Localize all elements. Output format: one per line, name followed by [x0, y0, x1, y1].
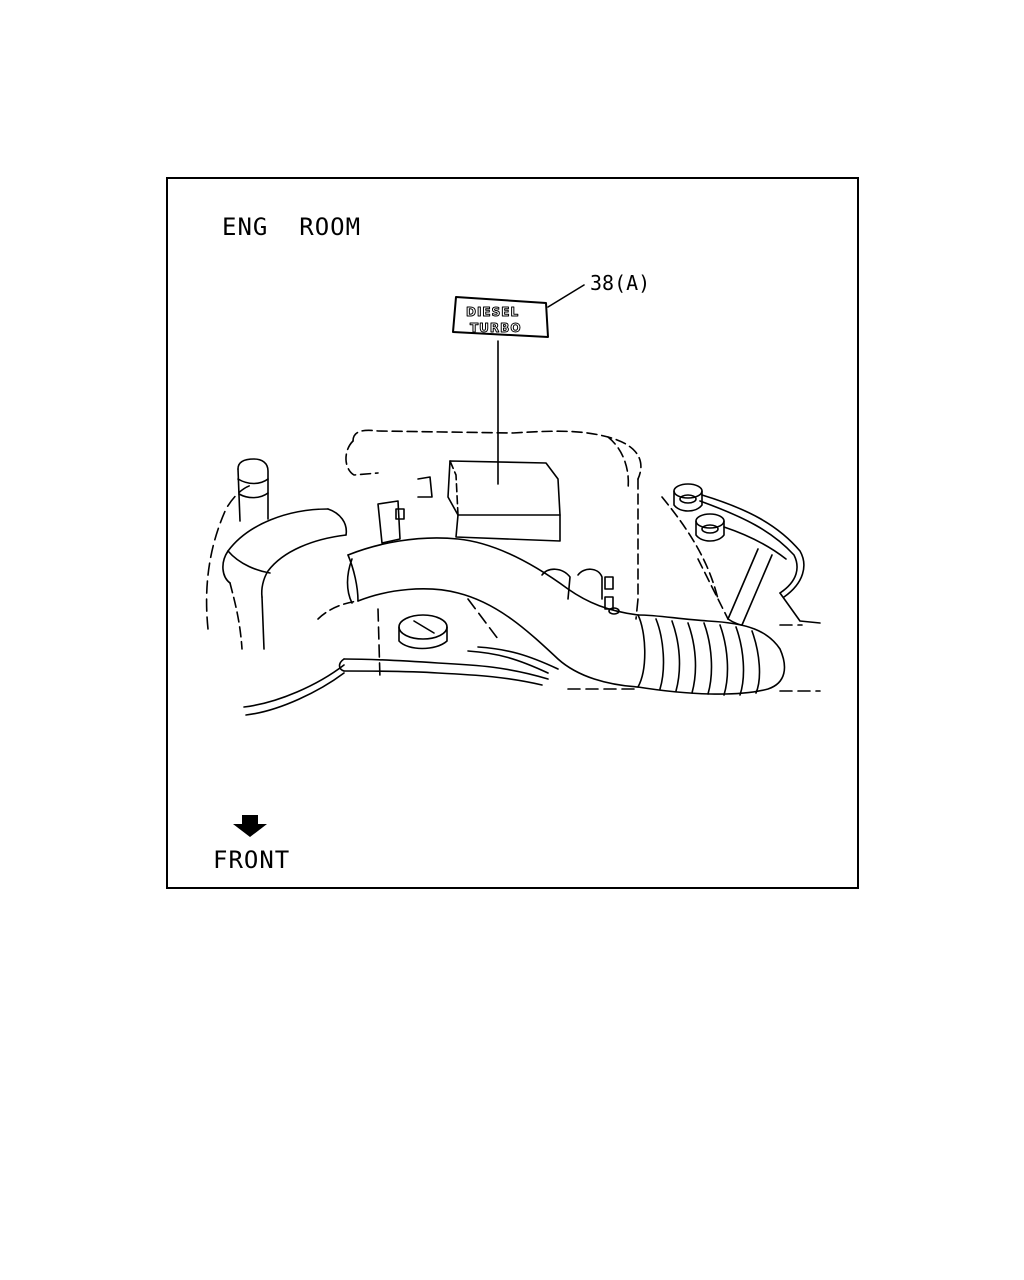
- badge-line-1: DIESEL: [466, 305, 519, 319]
- oil-cap: [398, 614, 448, 650]
- badge-mount-box: [447, 460, 561, 542]
- studs: [541, 568, 620, 615]
- right-dashed-lines: [637, 478, 729, 620]
- right-bolts: [673, 483, 725, 542]
- diagram-frame: DIESEL TURBO: [166, 177, 859, 889]
- bracket: [377, 476, 433, 544]
- down-arrow-icon: [233, 815, 267, 837]
- wiring-harness: [699, 494, 821, 626]
- left-contour: [205, 484, 253, 630]
- front-label: FRONT: [213, 846, 291, 874]
- filler-neck: [237, 458, 269, 522]
- callout-line: [547, 284, 585, 308]
- engine-room-illustration: DIESEL TURBO: [205, 284, 821, 716]
- right-contour: [567, 624, 821, 692]
- intake-pipe: [317, 537, 639, 688]
- engine-contour: [377, 598, 639, 680]
- left-hose: [222, 508, 348, 650]
- diesel-turbo-badge: DIESEL TURBO: [452, 296, 549, 338]
- callout-label: 38(A): [590, 271, 651, 295]
- badge-line-2: TURBO: [470, 321, 522, 335]
- intercooler-tube: [345, 429, 642, 490]
- bottom-wire-loom: [243, 646, 559, 716]
- diagram-title: ENG ROOM: [222, 213, 362, 241]
- bellows: [637, 614, 786, 696]
